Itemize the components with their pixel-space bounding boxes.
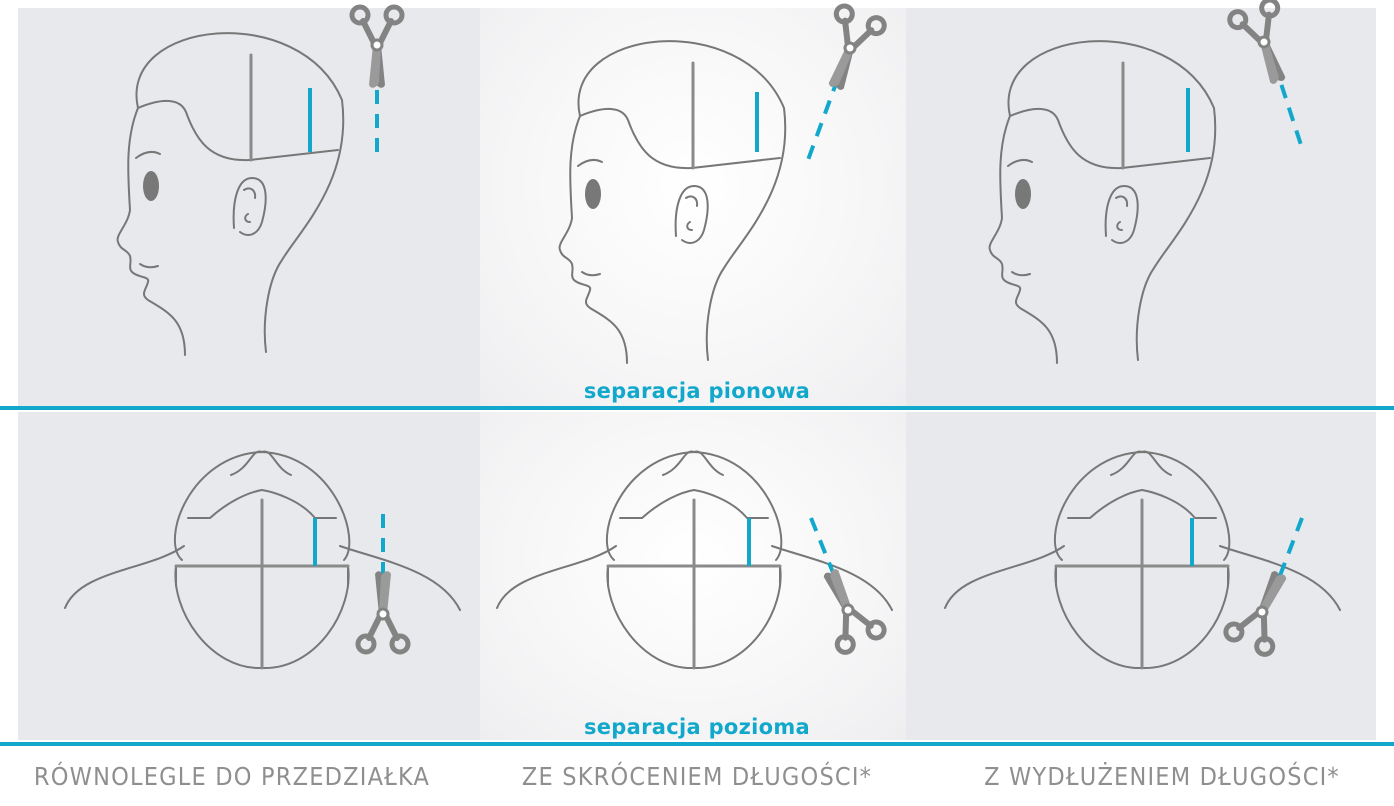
scissors-icon-top-left bbox=[352, 7, 402, 88]
scissors-icon-bottom-left bbox=[358, 571, 408, 652]
head-side-icon-parallel bbox=[118, 33, 344, 355]
head-side-icon-lengthening bbox=[990, 41, 1216, 363]
head-back-icon-lengthening bbox=[945, 451, 1340, 668]
head-back-icon-shortening bbox=[497, 451, 892, 668]
scissors-icon-top-center bbox=[812, 4, 887, 97]
scissors-icon-top-right bbox=[1228, 0, 1303, 91]
scissors-icon-bottom-center bbox=[807, 561, 886, 655]
scissors-icon-bottom-right bbox=[1223, 563, 1302, 657]
cut-line-top-center bbox=[808, 78, 838, 160]
head-side-icon-shortening bbox=[560, 41, 786, 363]
